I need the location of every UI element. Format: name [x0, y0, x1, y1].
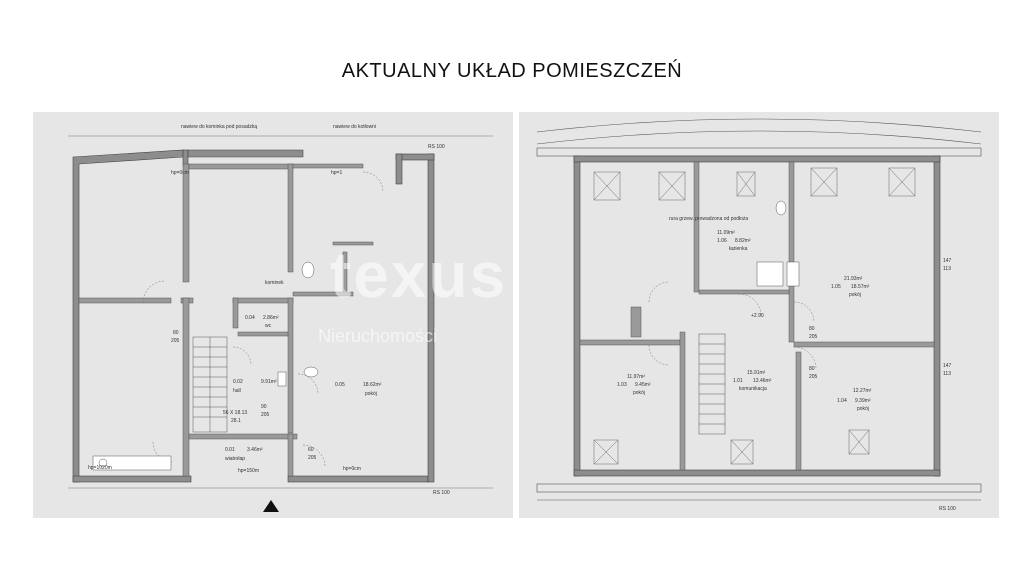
- staircase: [192, 336, 228, 433]
- pokoj-l-num: 1.03: [617, 382, 627, 388]
- room-name-kominek: kominek: [265, 280, 284, 286]
- top-note-1: nawiew do kominka pod posadzką: [181, 124, 257, 130]
- pokoj-l-name: pokój: [633, 390, 645, 396]
- upper-floor-drawing: rura grzew. prowadzona od podłoża 11.09m…: [536, 118, 982, 512]
- dim-upper-9: 113: [943, 371, 951, 377]
- ground-floor-drawing: nawiew do kominka pod posadzką nawiew do…: [68, 124, 493, 512]
- dim-upper-5: 205: [809, 374, 818, 380]
- pokoj-tr-name: pokój: [849, 292, 861, 298]
- room-name-pokoj: pokój: [365, 391, 377, 397]
- room-num-wc: 0.04: [245, 315, 255, 321]
- outer-walls-upper: [573, 155, 941, 477]
- room-name-wc: wc: [265, 323, 272, 329]
- dim-10: hp=0cm: [171, 170, 189, 176]
- dim-6: 205: [308, 455, 317, 461]
- room-name-hall: hall: [233, 388, 241, 394]
- door-swings-upper: [648, 281, 817, 370]
- komunikacja-area: 13.46m²: [753, 378, 772, 384]
- komunikacja-num: 1.01: [733, 378, 743, 384]
- rs-bottom-upper: RS 100: [939, 506, 956, 512]
- pokoj-l-area: 9.45m²: [635, 382, 651, 388]
- pokoj-br-alt: 12.27m²: [853, 388, 872, 394]
- staircase-upper: [698, 333, 726, 435]
- stair-spec: 56 X 18.13: [223, 410, 247, 416]
- dim-1: 80: [173, 330, 179, 336]
- heating-note: rura grzew. prowadzona od podłoża: [669, 216, 748, 222]
- pokoj-l-alt: 11.97m²: [627, 374, 645, 380]
- lazienka-area: 8.82m²: [735, 238, 751, 244]
- pokoj-tr-area: 18.57m²: [851, 284, 870, 290]
- dim-2: 205: [171, 338, 180, 344]
- dim-upper-6: 147: [943, 258, 952, 264]
- page-title: AKTUALNY UKŁAD POMIESZCZEŃ: [341, 60, 683, 82]
- dim-7: hp=1020m: [88, 465, 112, 471]
- room-area-hall: 9.91m²: [261, 379, 277, 385]
- outer-walls: [72, 149, 435, 483]
- dim-11: hp=1: [331, 170, 342, 176]
- pokoj-br-name: pokój: [857, 406, 869, 412]
- dim-upper-3: 205: [809, 334, 818, 340]
- entrance-arrow-icon: [263, 500, 279, 512]
- stair-sub: 28.1: [231, 418, 241, 424]
- pokoj-tr-alt: 21.93m²: [844, 276, 863, 282]
- room-area-pokoj: 18.62m²: [363, 382, 382, 388]
- komunikacja-name: komunikacja: [739, 386, 767, 392]
- dim-upper-4: 80: [809, 366, 815, 372]
- rs-bottom-label: RS 100: [433, 490, 450, 496]
- lazienka-alt: 11.09m²: [717, 230, 735, 236]
- pokoj-tr-num: 1.05: [831, 284, 841, 290]
- dim-9: hp=0cm: [343, 466, 361, 472]
- dim-upper-2: 80: [809, 326, 815, 332]
- lazienka-num: 1.06: [717, 238, 727, 244]
- room-area-wiatrolap: 3.46m²: [247, 447, 263, 453]
- interior-walls: [78, 163, 374, 477]
- top-note-2: nawiew do kotłowni: [333, 124, 376, 130]
- bathroom-fixtures-upper: [756, 200, 800, 287]
- pokoj-br-area: 9.39m²: [855, 398, 871, 404]
- ground-floor-plan: nawiew do kominka pod posadzką nawiew do…: [33, 112, 513, 518]
- skylights: [593, 167, 916, 465]
- dim-4: 205: [261, 412, 270, 418]
- bathroom-fixtures: [92, 261, 319, 471]
- dim-8: hp=150m: [238, 468, 259, 474]
- interior-walls-upper: [579, 161, 935, 471]
- room-num-hall: 0.02: [233, 379, 243, 385]
- komunikacja-alt: 15.91m²: [747, 370, 766, 376]
- dim-5: 60: [308, 447, 314, 453]
- upper-floor-plan: rura grzew. prowadzona od podłoża 11.09m…: [519, 112, 999, 518]
- dim-3: 90: [261, 404, 267, 410]
- room-num-wiatrolap: 0.01: [225, 447, 235, 453]
- pokoj-br-num: 1.04: [837, 398, 847, 404]
- room-name-wiatrolap: wiatrołap: [225, 456, 245, 462]
- roof-edges: [536, 118, 982, 501]
- dim-upper-1: +2.90: [751, 313, 764, 319]
- dim-upper-7: 113: [943, 266, 951, 272]
- dim-upper-8: 147: [943, 363, 952, 369]
- room-area-wc: 2.86m²: [263, 315, 279, 321]
- rs-top-label: RS 100: [428, 144, 445, 150]
- lazienka-name: łazienka: [729, 246, 748, 252]
- room-num-pokoj: 0.05: [335, 382, 345, 388]
